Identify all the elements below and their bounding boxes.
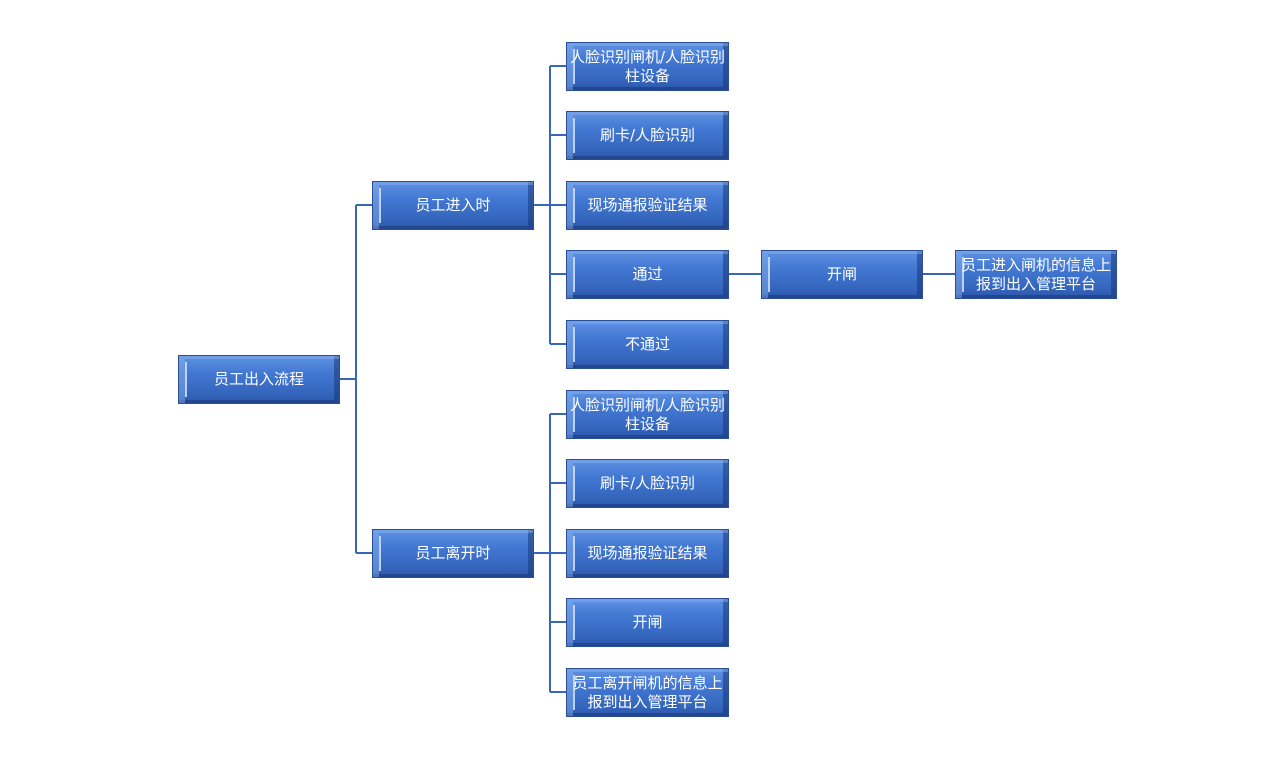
root-node: 员工出入流程	[178, 355, 340, 404]
exit-step-open-gate: 开闸	[566, 598, 729, 647]
exit-step-report: 员工离开闸机的信息上报到出入管理平台	[566, 668, 729, 717]
exit-step-4-label: 开闸	[632, 613, 663, 631]
exit-step-face-device: 人脸识别闸机/人脸识别柱设备	[566, 390, 729, 439]
root-label: 员工出入流程	[213, 370, 304, 388]
entry-step-4-label: 通过	[632, 265, 663, 283]
entry-open-gate-label: 开闸	[826, 265, 857, 283]
exit-step-2-label: 刷卡/人脸识别	[599, 474, 696, 492]
entry-step-card-face: 刷卡/人脸识别	[566, 111, 729, 160]
entry-step-fail: 不通过	[566, 320, 729, 369]
exit-step-1-label: 人脸识别闸机/人脸识别柱设备	[569, 395, 726, 433]
entry-step-face-device: 人脸识别闸机/人脸识别柱设备	[566, 42, 729, 91]
entry-label: 员工进入时	[415, 196, 491, 214]
entry-step-verify-result: 现场通报验证结果	[566, 181, 729, 230]
entry-step-1-label: 人脸识别闸机/人脸识别柱设备	[569, 47, 726, 85]
entry-report-label: 员工进入闸机的信息上报到出入管理平台	[960, 255, 1111, 293]
entry-step-pass: 通过	[566, 250, 729, 299]
exit-step-3-label: 现场通报验证结果	[587, 544, 708, 562]
entry-step-5-label: 不通过	[624, 335, 670, 353]
exit-step-5-label: 员工离开闸机的信息上报到出入管理平台	[572, 673, 723, 711]
entry-open-gate-node: 开闸	[761, 250, 923, 299]
exit-node: 员工离开时	[372, 529, 534, 578]
exit-label: 员工离开时	[415, 544, 491, 562]
entry-step-3-label: 现场通报验证结果	[587, 196, 708, 214]
exit-step-verify-result: 现场通报验证结果	[566, 529, 729, 578]
entry-report-node: 员工进入闸机的信息上报到出入管理平台	[955, 250, 1117, 299]
exit-step-card-face: 刷卡/人脸识别	[566, 459, 729, 508]
entry-node: 员工进入时	[372, 181, 534, 230]
entry-step-2-label: 刷卡/人脸识别	[599, 126, 696, 144]
